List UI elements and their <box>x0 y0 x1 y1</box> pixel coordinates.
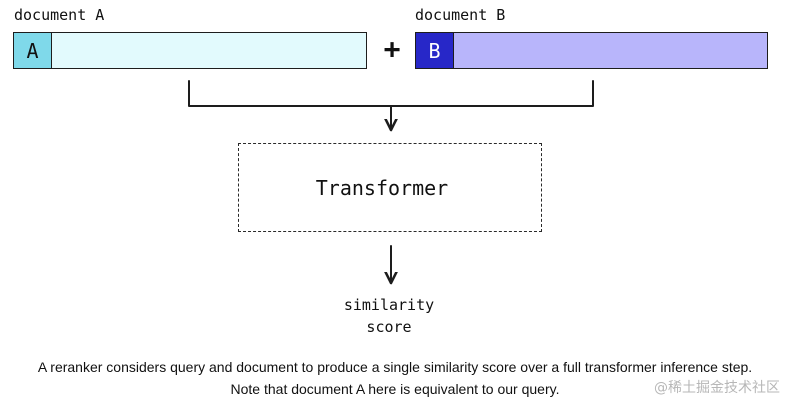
document-a-bar: A <box>13 32 367 69</box>
caption-line-1: A reranker considers query and document … <box>37 359 753 375</box>
document-a-body <box>52 33 366 68</box>
site-watermark: @稀土掘金技术社区 <box>654 380 780 396</box>
merge-bracket <box>188 80 594 107</box>
document-b-token: B <box>416 33 454 68</box>
document-a-token: A <box>14 33 52 68</box>
caption-line-2: Note that document A here is equivalent … <box>230 381 560 397</box>
transformer-box: Transformer <box>238 143 542 232</box>
similarity-score-line-1: similarity <box>343 296 435 314</box>
document-a-label: document A <box>14 6 105 24</box>
document-b-label: document B <box>415 6 506 24</box>
document-b-body <box>454 33 767 68</box>
document-b-bar: B <box>415 32 768 69</box>
similarity-score-label: similarity score <box>330 294 448 338</box>
transformer-label: Transformer <box>315 175 449 200</box>
plus-operator: + <box>383 32 401 65</box>
similarity-score-line-2: score <box>366 318 412 336</box>
figure-caption: A reranker considers query and document … <box>0 356 790 400</box>
